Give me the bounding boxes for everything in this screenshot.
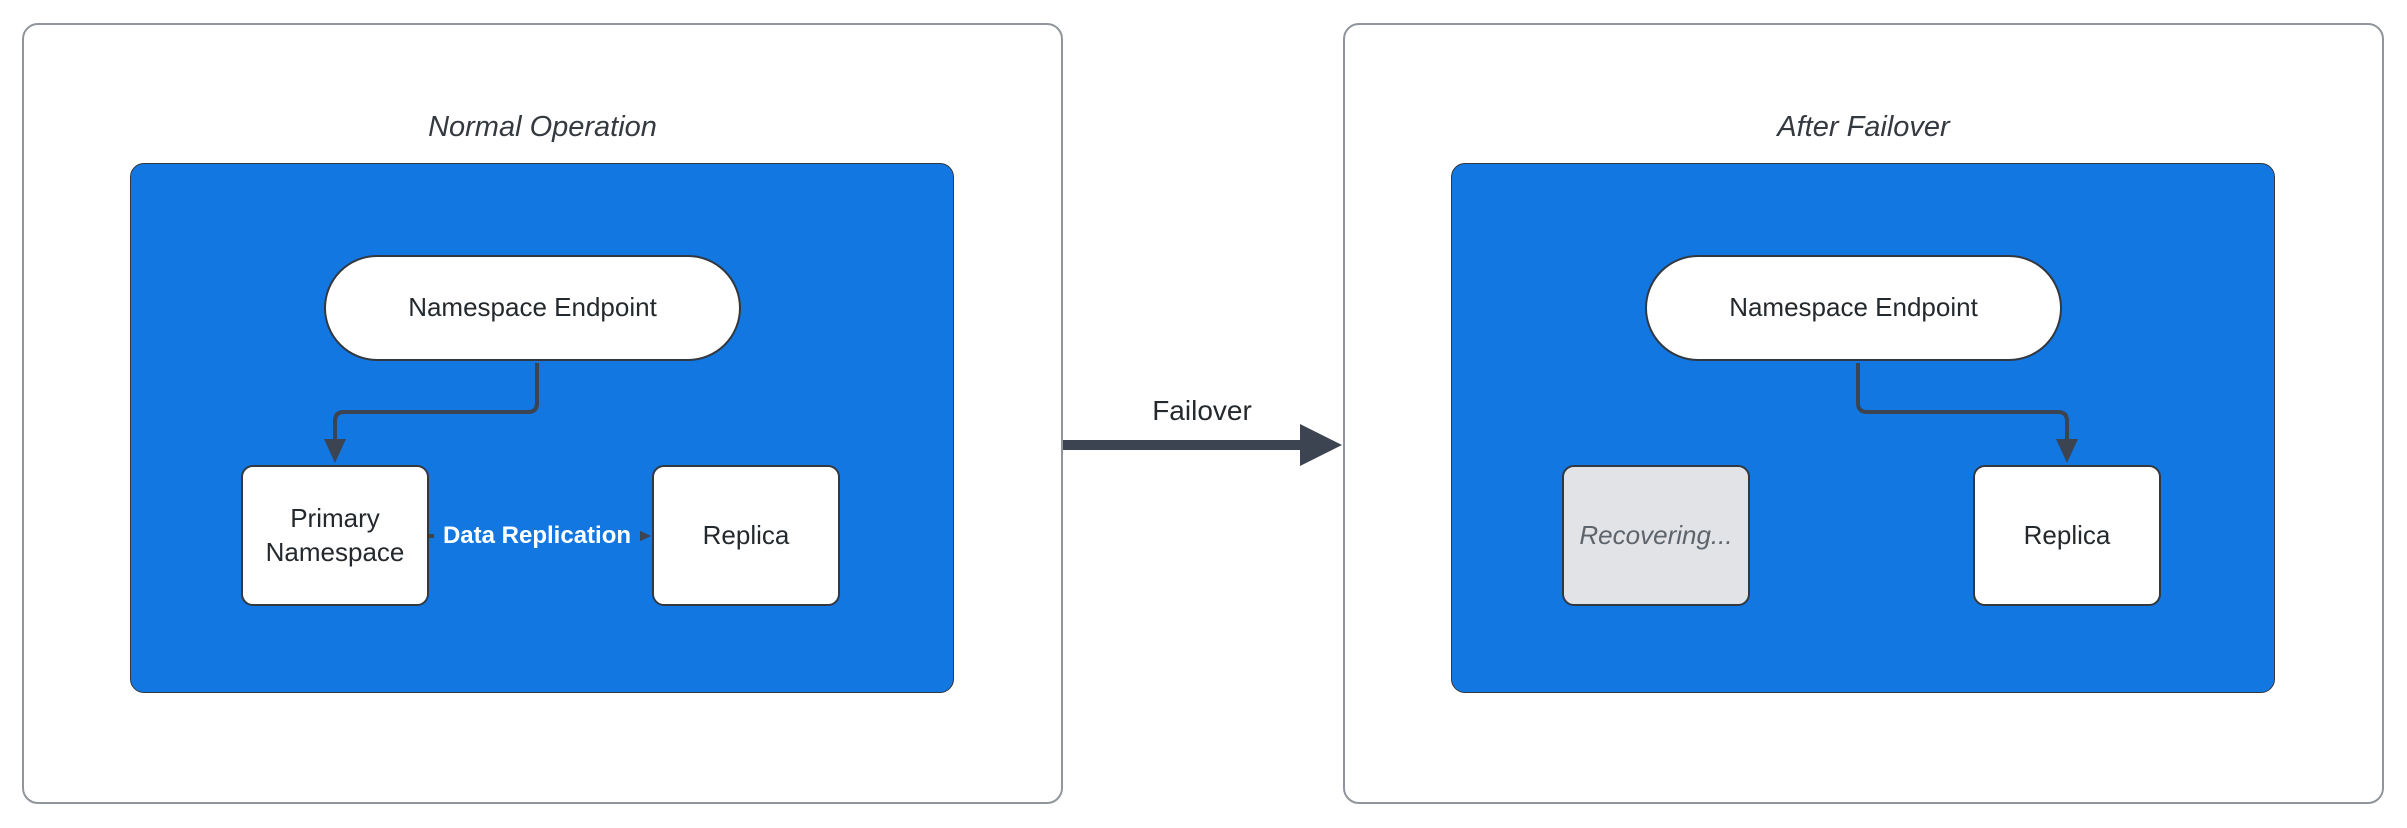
data-replication-edge-label: Data Replication — [433, 519, 641, 553]
replica-label-left: Replica — [702, 519, 790, 550]
after-failover-cluster — [1451, 163, 2275, 693]
recovering-node: Recovering... — [1562, 465, 1750, 606]
recovering-label: Recovering... — [1579, 519, 1733, 550]
replica-node-right: Replica — [1973, 465, 2161, 606]
primary-namespace-label: Primary Namespace — [265, 502, 405, 567]
replica-node-left: Replica — [652, 465, 840, 606]
replica-label-right: Replica — [2023, 519, 2111, 550]
namespace-endpoint-node-right: Namespace Endpoint — [1645, 255, 2062, 361]
failover-arrowhead — [1300, 424, 1342, 466]
namespace-endpoint-node-left: Namespace Endpoint — [324, 255, 741, 361]
primary-namespace-node: Primary Namespace — [241, 465, 429, 606]
after-failover-title: After Failover — [1777, 111, 1950, 143]
normal-operation-cluster — [130, 163, 954, 693]
failover-edge-label: Failover — [1152, 395, 1252, 426]
normal-operation-title: Normal Operation — [428, 111, 657, 143]
namespace-endpoint-label-right: Namespace Endpoint — [1729, 292, 1978, 323]
namespace-endpoint-label-left: Namespace Endpoint — [408, 292, 657, 323]
